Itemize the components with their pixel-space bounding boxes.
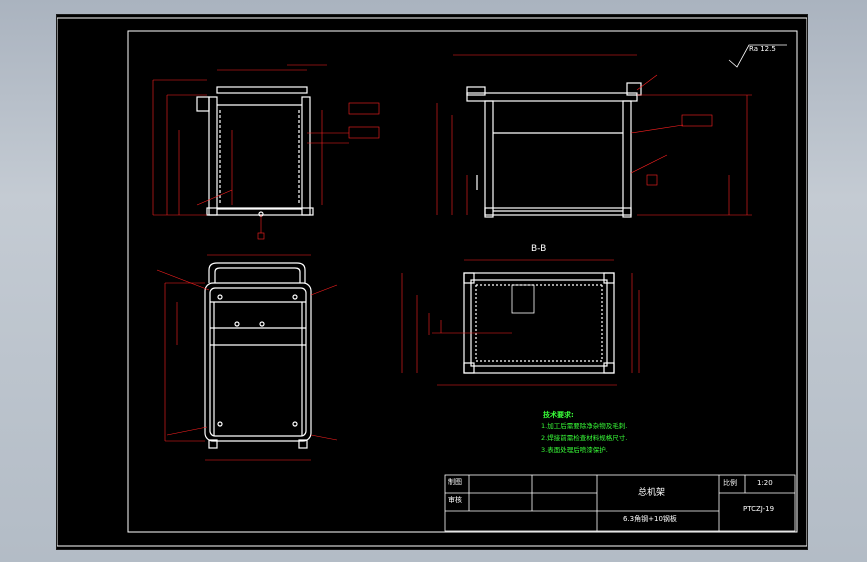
part-name: 总机架: [638, 488, 666, 498]
drawing-sheet: [57, 17, 807, 547]
top-view: [204, 262, 312, 449]
front-view: [196, 86, 314, 217]
side-view: [466, 82, 642, 218]
scale-value: 1:20: [757, 479, 773, 487]
checked-by-label: 审核: [448, 496, 462, 504]
section-label: B-B: [531, 244, 547, 254]
section-view: [463, 272, 615, 374]
tech-req-item: 3.表面处理后喷漆保护.: [541, 446, 608, 454]
roughness-symbol-icon: [728, 44, 787, 68]
inner-frame: [127, 30, 798, 533]
tech-req-item: 2.焊接前需检查材料规格尺寸.: [541, 434, 628, 442]
side-view-dimensions: [436, 54, 752, 216]
outer-frame: [57, 17, 807, 547]
drawn-by-label: 制图: [448, 478, 462, 486]
title-block: [444, 474, 796, 532]
drawing-number: PTCZJ-19: [743, 505, 775, 513]
tech-req-heading: 技术要求:: [543, 411, 574, 419]
tech-req-item: 1.加工后需要除净杂物及毛刺.: [541, 422, 628, 430]
roughness-label: Ra 12.5: [749, 45, 776, 53]
top-view-dimensions: [156, 254, 338, 461]
material-spec: 6.3角钢+10钢板: [623, 515, 677, 523]
front-view-dimensions: [152, 64, 380, 240]
cad-viewport[interactable]: Ra 12.5 B-B 技术要求: 1.加工后需要除净杂物及毛刺. 2.焊接前需…: [56, 14, 808, 550]
scale-label: 比例: [723, 479, 737, 487]
section-view-dimensions: [401, 259, 640, 386]
